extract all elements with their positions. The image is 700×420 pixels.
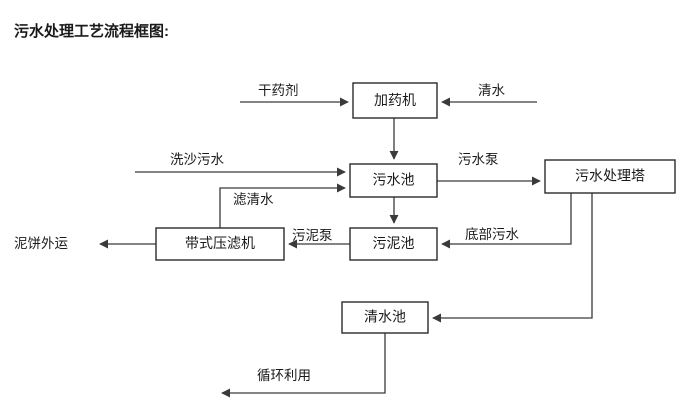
edge-label-layer: 干药剂 清水 洗沙污水 滤清水 污水泵 污泥泵 底部污水 循环利用	[170, 83, 519, 383]
page-title: 污水处理工艺流程框图:	[14, 22, 169, 40]
edge-label-recycle-use: 循环利用	[257, 368, 311, 383]
node-sewage-pool[interactable]: 污水池	[349, 163, 438, 198]
connector-layer	[99, 97, 593, 398]
node-clear-pool-label: 清水池	[364, 309, 406, 325]
node-treatment-tower-label: 污水处理塔	[575, 168, 645, 184]
node-filter-press[interactable]: 带式压滤机	[155, 227, 285, 261]
node-sludge-pool-label: 污泥池	[373, 235, 415, 251]
node-treatment-tower-box[interactable]	[544, 159, 676, 194]
terminal-label-layer: 泥饼外运	[14, 236, 68, 251]
edge-label-bottom-sewage: 底部污水	[465, 227, 519, 242]
node-sludge-pool-box[interactable]	[349, 227, 438, 261]
node-layer: 加药机 污水池 污水处理塔 带式压滤机 污泥池 清水池	[155, 82, 676, 334]
edge-label-dry-agent: 干药剂	[258, 83, 299, 98]
edge-label-sewage-pump: 污水泵	[458, 152, 499, 167]
edge-label-sand-wash-water: 洗沙污水	[170, 152, 224, 167]
node-dosing-machine[interactable]: 加药机	[352, 82, 438, 119]
node-clear-pool-box[interactable]	[341, 301, 429, 334]
node-clear-pool[interactable]: 清水池	[341, 301, 429, 334]
edge-bottom-sewage-to-sludge-pool	[441, 193, 572, 249]
node-treatment-tower[interactable]: 污水处理塔	[544, 159, 676, 194]
edge-clear-pool-recycle-out	[221, 333, 386, 398]
node-dosing-machine-label: 加药机	[374, 92, 416, 108]
edge-label-sludge-pump: 污泥泵	[292, 228, 333, 243]
edge-label-clean-water-in: 清水	[478, 83, 505, 98]
node-filter-press-label: 带式压滤机	[185, 235, 255, 251]
node-filter-press-box[interactable]	[155, 227, 285, 261]
node-sewage-pool-box[interactable]	[349, 163, 438, 198]
edge-tower-to-clear-pool	[432, 193, 593, 323]
edge-label-filtered-water: 滤清水	[233, 192, 274, 207]
terminal-label-mud-cake-out: 泥饼外运	[14, 236, 68, 251]
node-dosing-machine-box[interactable]	[352, 82, 438, 119]
node-sewage-pool-label: 污水池	[373, 172, 415, 188]
edge-filtered-water-to-sewage-pool	[219, 183, 346, 228]
node-sludge-pool[interactable]: 污泥池	[349, 227, 438, 261]
